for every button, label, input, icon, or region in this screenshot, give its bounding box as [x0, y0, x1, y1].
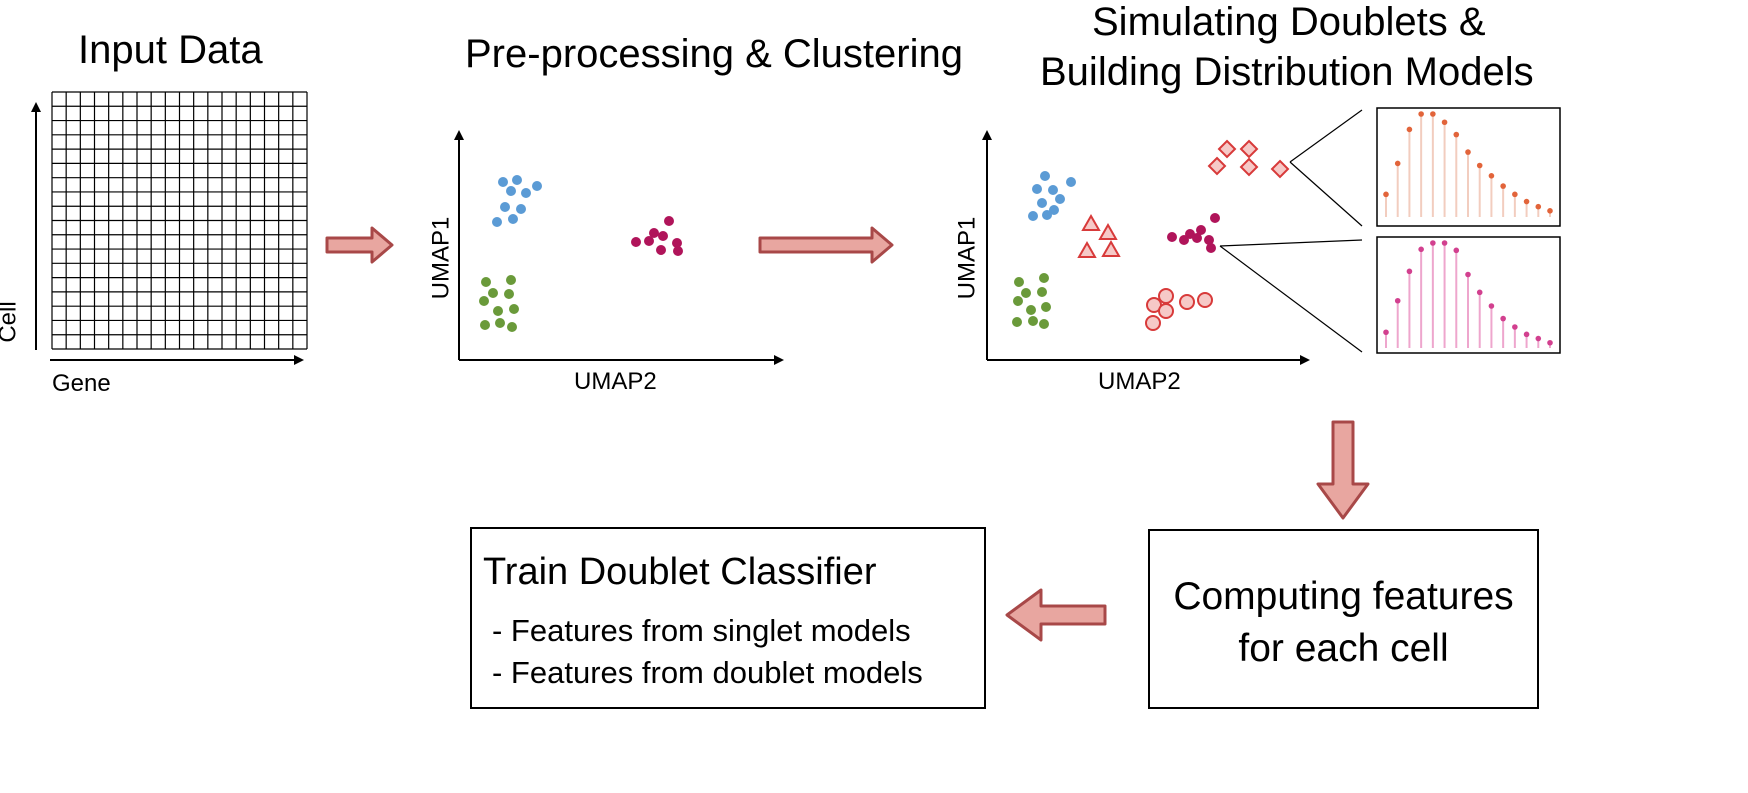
compute-features-line1: Computing features [1173, 575, 1514, 618]
singlet-model-point [1512, 324, 1518, 330]
plot2-blue-cluster [1028, 171, 1076, 221]
arrow-input-to-preprocess [325, 226, 394, 264]
singlet-model-point [1465, 271, 1471, 278]
singlet-model-point [1547, 339, 1553, 346]
singlet-model-point [1453, 247, 1460, 254]
train-item-singlet: - Features from singlet models [492, 613, 911, 648]
umap2-axis-label-2: UMAP2 [1098, 368, 1181, 395]
model-connector-lines [1219, 109, 1363, 353]
plot2-green-cluster [1012, 273, 1051, 329]
train-classifier-title: Train Doublet Classifier [483, 551, 877, 593]
plot2-diamond-doublets [1207, 139, 1290, 179]
doublet-model-point [1453, 131, 1460, 138]
plot2-magenta-cluster [1167, 213, 1220, 253]
singlet-distribution-stems [1383, 240, 1553, 348]
doublet-model-point [1441, 119, 1448, 126]
plot2-circle-doublets [1145, 288, 1213, 331]
doublet-model-point [1500, 183, 1506, 189]
doublet-model-point [1465, 149, 1471, 155]
doublet-model-point [1418, 111, 1424, 117]
arrow-compute-to-train [1005, 588, 1107, 642]
doublet-model-point [1523, 198, 1530, 205]
doublet-model-point [1547, 208, 1553, 214]
preprocess-title: Pre-processing & Clustering [465, 32, 963, 76]
doublet-model-point [1430, 111, 1436, 117]
singlet-model-point [1394, 297, 1401, 304]
plot2-triangle-doublets [1077, 213, 1121, 258]
singlet-model-point [1535, 335, 1542, 342]
compute-features-box: Computing features for each cell [1148, 529, 1539, 709]
simulate-title-line2: Building Distribution Models [1040, 50, 1534, 94]
doublet-model-point [1383, 191, 1389, 198]
plot1-blue-cluster [492, 175, 542, 227]
umap2-axis-label-1: UMAP2 [574, 368, 657, 395]
train-item-doublet: - Features from doublet models [492, 655, 923, 690]
simulate-title-line1: Simulating Doublets & [1092, 0, 1486, 44]
plot1-green-cluster [479, 275, 519, 332]
singlet-model-point [1441, 240, 1448, 246]
plot1-magenta-cluster [631, 216, 683, 256]
doublet-model-point [1406, 126, 1413, 133]
doublet-model-point [1535, 203, 1542, 210]
doublet-model-point [1488, 173, 1495, 179]
compute-features-line2: for each cell [1238, 627, 1449, 670]
singlet-model-point [1488, 303, 1495, 309]
singlet-model-point [1430, 240, 1436, 246]
doublet-model-point [1476, 162, 1483, 169]
singlet-model-point [1383, 329, 1389, 336]
doublet-model-point [1512, 191, 1518, 198]
doublet-model-point [1394, 160, 1401, 167]
arrow-simulate-to-compute [1316, 420, 1370, 520]
singlet-model-point [1500, 315, 1506, 322]
singlet-model-point [1406, 268, 1413, 275]
train-classifier-box: Train Doublet Classifier - Features from… [470, 527, 986, 709]
doublet-distribution-stems [1383, 111, 1553, 217]
singlet-model-point [1418, 246, 1424, 253]
gene-axis-label: Gene [52, 370, 111, 397]
singlet-model-point [1523, 331, 1530, 338]
singlet-model-point [1476, 289, 1483, 296]
input-data-title: Input Data [78, 28, 263, 72]
arrow-preprocess-to-simulate [758, 226, 894, 264]
expression-matrix-grid [51, 91, 308, 350]
